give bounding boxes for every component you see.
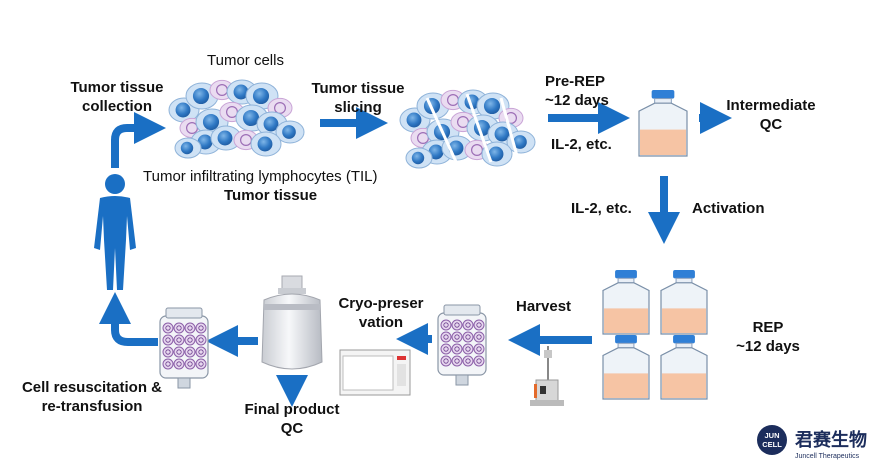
logo-english-name: Juncell Therapeutics bbox=[795, 453, 860, 460]
logo-badge-top: JUN bbox=[764, 431, 779, 440]
label-il2-top: IL-2, etc. bbox=[551, 136, 612, 153]
label-rep: REP~12 days bbox=[736, 319, 800, 355]
arrow-to-collection bbox=[111, 112, 166, 168]
culture-flask-icon bbox=[638, 90, 688, 157]
sliced-tissue-cluster-icon bbox=[399, 89, 536, 169]
logo-chinese-name: 君赛生物 bbox=[795, 429, 867, 451]
label-activation: Activation bbox=[692, 200, 765, 217]
human-figure-icon bbox=[94, 174, 136, 290]
juncell-logo-icon: JUN CELL 君赛生物 Juncell Therapeutics bbox=[757, 425, 867, 460]
arrow-retransfusion bbox=[99, 292, 158, 346]
rep-flask-icon bbox=[602, 270, 650, 335]
cell-bag-icon bbox=[437, 304, 487, 386]
rep-flask-icon bbox=[660, 270, 708, 335]
incubator-icon bbox=[339, 349, 411, 396]
tumor-tissue-cluster-icon bbox=[168, 79, 305, 159]
liquid-nitrogen-tank-icon bbox=[261, 275, 323, 370]
label-resuscitation: Cell resuscitation &re-transfusion bbox=[21, 379, 163, 415]
cell-bag-icon bbox=[159, 307, 209, 389]
label-pre-rep: Pre-REP~12 days bbox=[545, 73, 609, 109]
label-il2-mid: IL-2, etc. bbox=[571, 200, 632, 217]
label-tumor-cells: Tumor cells bbox=[207, 52, 284, 69]
logo-badge-bottom: CELL bbox=[762, 440, 782, 449]
label-til: Tumor infiltrating lymphocytes (TIL) bbox=[143, 168, 378, 185]
rep-flask-icon bbox=[660, 335, 708, 400]
rep-flask-icon bbox=[602, 335, 650, 400]
harvest-machine-icon bbox=[530, 346, 564, 406]
label-harvest: Harvest bbox=[516, 298, 572, 315]
label-tumor-tissue: Tumor tissue bbox=[224, 187, 318, 204]
